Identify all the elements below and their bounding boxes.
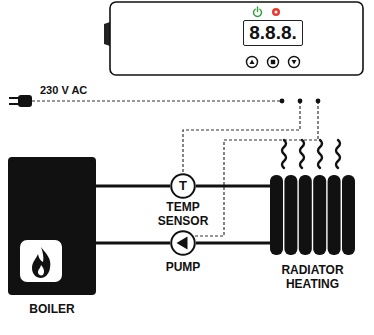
radiator-fins bbox=[270, 175, 355, 255]
pipe bbox=[196, 242, 270, 245]
power-icon bbox=[254, 7, 262, 16]
pipe bbox=[196, 185, 270, 188]
node-label: TEMP SENSOR bbox=[152, 201, 214, 229]
pump-circle bbox=[170, 230, 196, 256]
control-buttons bbox=[247, 57, 300, 68]
pipe bbox=[96, 242, 170, 245]
pump-node: PUMP bbox=[170, 230, 196, 256]
terminal-dots bbox=[280, 99, 321, 104]
display-node: 8.8.8. bbox=[243, 20, 303, 46]
heat-waves bbox=[282, 140, 340, 168]
alarm-icon bbox=[272, 8, 280, 16]
node-text: 8.8.8. bbox=[249, 22, 297, 44]
controller-housing bbox=[110, 2, 363, 75]
supply-label: 230 V AC bbox=[40, 84, 87, 96]
boiler-node: BOILER bbox=[8, 157, 96, 295]
radiator-node: RADIATOR HEATING bbox=[270, 175, 355, 255]
mains-plug bbox=[9, 95, 32, 107]
housing-tab bbox=[104, 22, 110, 46]
flame-icon bbox=[8, 157, 96, 295]
sensor-node: TTEMP SENSOR bbox=[170, 173, 196, 199]
node-label: RADIATOR HEATING bbox=[268, 264, 358, 292]
node-label: PUMP bbox=[153, 261, 213, 275]
pipe bbox=[96, 185, 170, 188]
node-text: T bbox=[179, 179, 187, 194]
node-label: BOILER bbox=[8, 303, 96, 317]
